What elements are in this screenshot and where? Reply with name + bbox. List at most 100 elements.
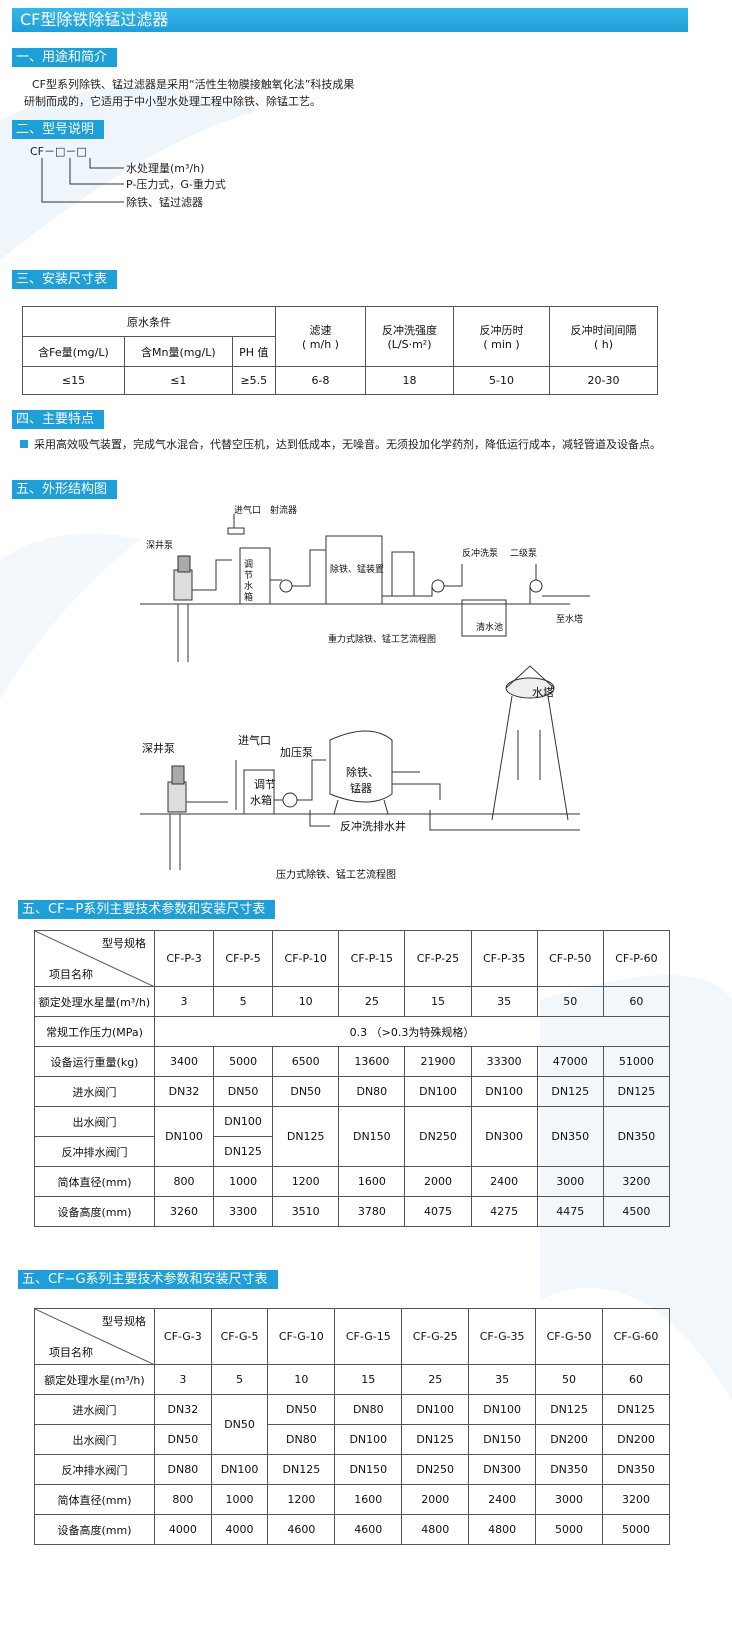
p-model-header: CF-P-50 [536, 930, 604, 987]
g-cell: DN125 [535, 1394, 604, 1425]
pressure-diagram-caption: 压力式除铁、锰工艺流程图 [276, 870, 396, 881]
g-model-header: CF-G-25 [401, 1308, 470, 1365]
model-item-name: 除铁、锰过滤器 [126, 196, 203, 209]
g-cell: DN50 [267, 1394, 336, 1425]
model-item-type: P-压力式，G-重力式 [126, 178, 226, 191]
p-model-header: CF-P-25 [404, 930, 472, 987]
p-cell: 13600 [338, 1046, 406, 1077]
install-table: 原水条件 滤速( m/h ) 反冲洗强度(L/S·m²) 反冲历时( min )… [22, 306, 658, 395]
install-header-ph: PH 值 [231, 336, 277, 367]
label-tower: 水塔 [532, 686, 554, 699]
label-air-inlet-2: 进气口 [238, 734, 271, 747]
g-cell: DN250 [401, 1454, 470, 1485]
label-filter-top: 除铁、 [346, 766, 379, 779]
intro-line-2: 研制而成的，它适用于中小型水处理工程中除铁、除锰工艺。 [24, 95, 321, 108]
p-row-label: 进水阀门 [34, 1076, 155, 1107]
g-cell: 60 [602, 1364, 670, 1395]
g-cell: 4600 [334, 1514, 403, 1545]
p-cell: DN100 [404, 1076, 472, 1107]
g-row-label: 简体直径(mm) [34, 1484, 155, 1515]
p-cell: 51000 [602, 1046, 671, 1077]
g-cell: DN200 [535, 1424, 604, 1455]
p-cell: DN300 [470, 1106, 538, 1167]
install-cell: 5-10 [453, 366, 550, 395]
g-cell: 4600 [267, 1514, 336, 1545]
g-cell: 50 [535, 1364, 604, 1395]
p-cell: 4475 [536, 1196, 604, 1227]
p-cell: 3510 [272, 1196, 340, 1227]
p-cell: 25 [338, 986, 406, 1017]
g-cell: DN50 [154, 1424, 212, 1455]
p-row-label: 额定处理水星量(m³/h) [34, 986, 155, 1017]
g-cell: DN100 [210, 1454, 269, 1485]
g-cell: DN300 [468, 1454, 537, 1485]
install-header-fe: 含Fe量(mg/L) [22, 336, 125, 367]
install-cell: 20-30 [549, 366, 658, 395]
model-bracket-lines [41, 158, 124, 203]
g-row-label: 反冲排水阀门 [34, 1454, 155, 1485]
g-cell: 4800 [468, 1514, 537, 1545]
g-model-header: CF-G-35 [468, 1308, 537, 1365]
g-cell: 3000 [535, 1484, 604, 1515]
g-cell: DN350 [535, 1454, 604, 1485]
p-cell: 15 [404, 986, 472, 1017]
label-filter-bottom: 锰器 [350, 782, 372, 795]
page-title: CF型除铁除锰过滤器 [12, 8, 688, 32]
g-row-label: 额定处理水星(m³/h) [34, 1364, 155, 1395]
g-cell: 1200 [267, 1484, 336, 1515]
g-series-table: 型号规格项目名称 CF-G-3 CF-G-5 CF-G-10 CF-G-15 C… [34, 1308, 670, 1545]
p-cell: 4075 [404, 1196, 472, 1227]
p-cell: DN125 [272, 1106, 340, 1167]
label-booster: 加压泵 [280, 746, 313, 759]
p-corner-header: 型号规格项目名称 [34, 930, 155, 987]
g-cell: 4000 [154, 1514, 212, 1545]
p-cell: DN250 [404, 1106, 472, 1167]
g-cell: 2000 [401, 1484, 470, 1515]
g-cell: 1000 [210, 1484, 269, 1515]
g-cell: DN80 [154, 1454, 212, 1485]
g-cell: DN80 [334, 1394, 403, 1425]
g-row-label: 进水阀门 [34, 1394, 155, 1425]
g-cell: DN100 [468, 1394, 537, 1425]
p-cell: DN100 [470, 1076, 538, 1107]
g-cell: 25 [401, 1364, 470, 1395]
g-cell: 3200 [602, 1484, 670, 1515]
p-cell: DN50 [272, 1076, 340, 1107]
g-cell: 2400 [468, 1484, 537, 1515]
g-row-label: 设备高度(mm) [34, 1514, 155, 1545]
p-model-header: CF-P-3 [153, 930, 215, 987]
p-cell: 21900 [404, 1046, 472, 1077]
p-cell: 3000 [536, 1166, 604, 1197]
g-cell: 800 [154, 1484, 212, 1515]
label-clear-pool: 清水池 [476, 623, 504, 633]
g-cell: DN350 [602, 1454, 670, 1485]
p-cell: 5000 [213, 1046, 274, 1077]
install-cell: 18 [365, 366, 454, 395]
label-well-pump-2: 深井泵 [142, 742, 175, 755]
model-item-capacity: 水处理量(m³/h) [126, 162, 205, 175]
g-cell: DN32 [154, 1394, 212, 1425]
g-model-header: CF-G-10 [267, 1308, 336, 1365]
label-ejector: 射流器 [270, 506, 298, 516]
section-heading-g-table: 五、CF−G系列主要技术参数和安装尺寸表 [18, 1270, 278, 1289]
label-secondary-pump: 二级泵 [510, 549, 538, 559]
g-model-header: CF-G-15 [334, 1308, 403, 1365]
p-cell: 1200 [272, 1166, 340, 1197]
g-cell: 35 [468, 1364, 537, 1395]
label-air-inlet: 进气口 [234, 506, 262, 516]
features-text: 采用高效吸气装置，完成气水混合，代替空压机，达到低成本，无噪音。无须投加化学药剂… [20, 436, 661, 454]
section-heading-model: 二、型号说明 [12, 120, 105, 139]
p-cell: 60 [602, 986, 671, 1017]
install-header-duration: 反冲历时( min ) [453, 306, 550, 367]
g-cell: 5000 [602, 1514, 670, 1545]
p-row-label: 反冲排水阀门 [34, 1136, 155, 1167]
g-cell: DN125 [401, 1424, 470, 1455]
p-cell: 6500 [272, 1046, 340, 1077]
p-cell: 5 [213, 986, 274, 1017]
bullet-icon [20, 440, 28, 448]
p-cell: DN32 [153, 1076, 215, 1107]
g-cell: DN150 [334, 1454, 403, 1485]
p-cell: DN125 [536, 1076, 604, 1107]
p-cell: DN125 [213, 1136, 274, 1167]
p-cell: 47000 [536, 1046, 604, 1077]
